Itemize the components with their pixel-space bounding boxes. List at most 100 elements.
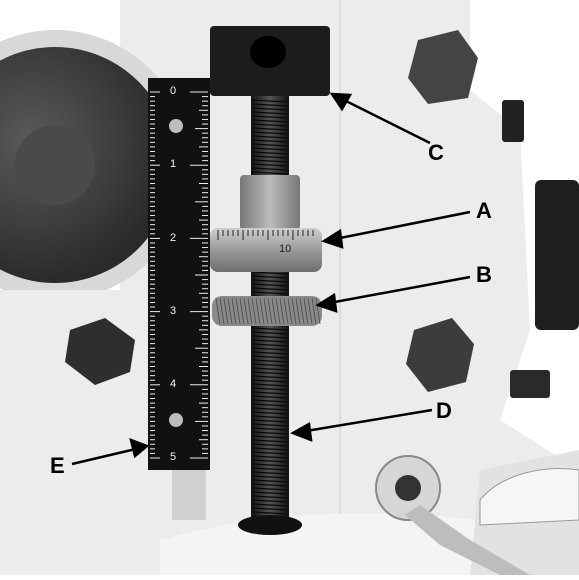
rod-thread bbox=[251, 419, 289, 423]
rod-thread bbox=[251, 127, 289, 131]
rod-thread bbox=[251, 171, 289, 175]
rod-thread bbox=[251, 499, 289, 503]
right-edge-bolt-1 bbox=[502, 100, 524, 142]
callout-label-b: B bbox=[476, 262, 492, 287]
rod-thread bbox=[251, 395, 289, 399]
rod-thread bbox=[251, 99, 289, 103]
rod-thread bbox=[251, 403, 289, 407]
knurl-line bbox=[267, 297, 273, 325]
rod-thread bbox=[251, 347, 289, 351]
rod-thread bbox=[251, 363, 289, 367]
rod-thread bbox=[251, 359, 289, 363]
rod-thread bbox=[251, 451, 289, 455]
knurl-line bbox=[259, 297, 265, 325]
rod-thread bbox=[251, 283, 289, 287]
knurl-line bbox=[311, 297, 317, 325]
scale-label-4: 4 bbox=[170, 378, 177, 390]
depth-scale bbox=[148, 78, 210, 470]
knurl-line bbox=[227, 297, 233, 325]
rod-thread bbox=[251, 407, 289, 411]
rod-thread bbox=[251, 103, 289, 107]
knurl-line bbox=[275, 297, 281, 325]
handwheel-hub bbox=[15, 125, 95, 205]
arrow-b bbox=[323, 275, 471, 306]
knurl-line bbox=[315, 297, 321, 325]
rod-thread bbox=[251, 131, 289, 135]
arrowhead-d bbox=[290, 421, 313, 442]
rod-thread bbox=[251, 123, 289, 127]
callout-label-c: C bbox=[428, 140, 444, 165]
rod-thread bbox=[251, 147, 289, 151]
knurl-line bbox=[279, 297, 285, 325]
rod-thread bbox=[251, 367, 289, 371]
callout-label-e: E bbox=[50, 453, 65, 478]
callout-label-a: A bbox=[476, 198, 492, 223]
rod-thread bbox=[251, 415, 289, 419]
graduated-dial-ring bbox=[210, 228, 322, 272]
callout-arrows bbox=[71, 92, 471, 466]
rod-thread bbox=[251, 463, 289, 467]
rod-thread bbox=[251, 111, 289, 115]
rod-thread bbox=[251, 491, 289, 495]
rod-thread bbox=[251, 503, 289, 507]
stop-collar bbox=[240, 175, 300, 230]
knurl-line bbox=[255, 297, 261, 325]
rod-thread bbox=[251, 411, 289, 415]
right-side-knob bbox=[535, 180, 579, 330]
scale-label-3: 3 bbox=[170, 305, 177, 317]
knurl-line bbox=[235, 297, 241, 325]
stop-block-hole bbox=[250, 36, 286, 68]
depth-scale-ticks bbox=[150, 91, 208, 459]
rod-thread bbox=[251, 443, 289, 447]
middle-right-bolt bbox=[406, 318, 474, 392]
rod-thread bbox=[251, 391, 289, 395]
rod-thread bbox=[251, 495, 289, 499]
knurl-line bbox=[287, 297, 293, 325]
knurl-pattern bbox=[215, 297, 321, 325]
rod-thread bbox=[251, 467, 289, 471]
rod-thread bbox=[251, 455, 289, 459]
rod-thread bbox=[251, 379, 289, 383]
rod-foot bbox=[238, 515, 302, 535]
rod-thread bbox=[251, 371, 289, 375]
rod-thread bbox=[251, 115, 289, 119]
knurl-line bbox=[251, 297, 257, 325]
knurl-line bbox=[271, 297, 277, 325]
rod-thread bbox=[251, 279, 289, 283]
knurl-line bbox=[231, 297, 237, 325]
rod-thread bbox=[251, 475, 289, 479]
rod-thread bbox=[251, 507, 289, 511]
knurl-line bbox=[295, 297, 301, 325]
rod-thread bbox=[251, 159, 289, 163]
rod-thread bbox=[251, 375, 289, 379]
rod-thread bbox=[251, 431, 289, 435]
handle-hub-center bbox=[395, 475, 421, 501]
rod-thread bbox=[251, 479, 289, 483]
knurl-line bbox=[247, 297, 253, 325]
arrow-c bbox=[337, 95, 431, 145]
arrowhead-c bbox=[329, 92, 353, 112]
rod-thread bbox=[251, 511, 289, 515]
dial-ring-label: 10 bbox=[279, 243, 292, 255]
knurl-line bbox=[307, 297, 313, 325]
dial-ring-graduations bbox=[217, 230, 314, 240]
rod-thread bbox=[251, 435, 289, 439]
rod-thread bbox=[251, 351, 289, 355]
rod-thread bbox=[251, 339, 289, 343]
arrowhead-b bbox=[315, 292, 338, 313]
right-edge-bolt-2 bbox=[510, 370, 550, 398]
rod-thread bbox=[251, 483, 289, 487]
knurl-line bbox=[291, 297, 297, 325]
rod-thread bbox=[251, 139, 289, 143]
rod-thread bbox=[251, 327, 289, 331]
rod-thread bbox=[251, 331, 289, 335]
arrow-a bbox=[329, 210, 471, 242]
casting-base bbox=[160, 513, 480, 575]
arrowhead-a bbox=[321, 228, 344, 249]
knurl-line bbox=[243, 297, 249, 325]
scale-label-0: 0 bbox=[170, 85, 177, 97]
callout-label-d: D bbox=[436, 398, 452, 423]
knurl-line bbox=[239, 297, 245, 325]
knurl-line bbox=[223, 297, 229, 325]
